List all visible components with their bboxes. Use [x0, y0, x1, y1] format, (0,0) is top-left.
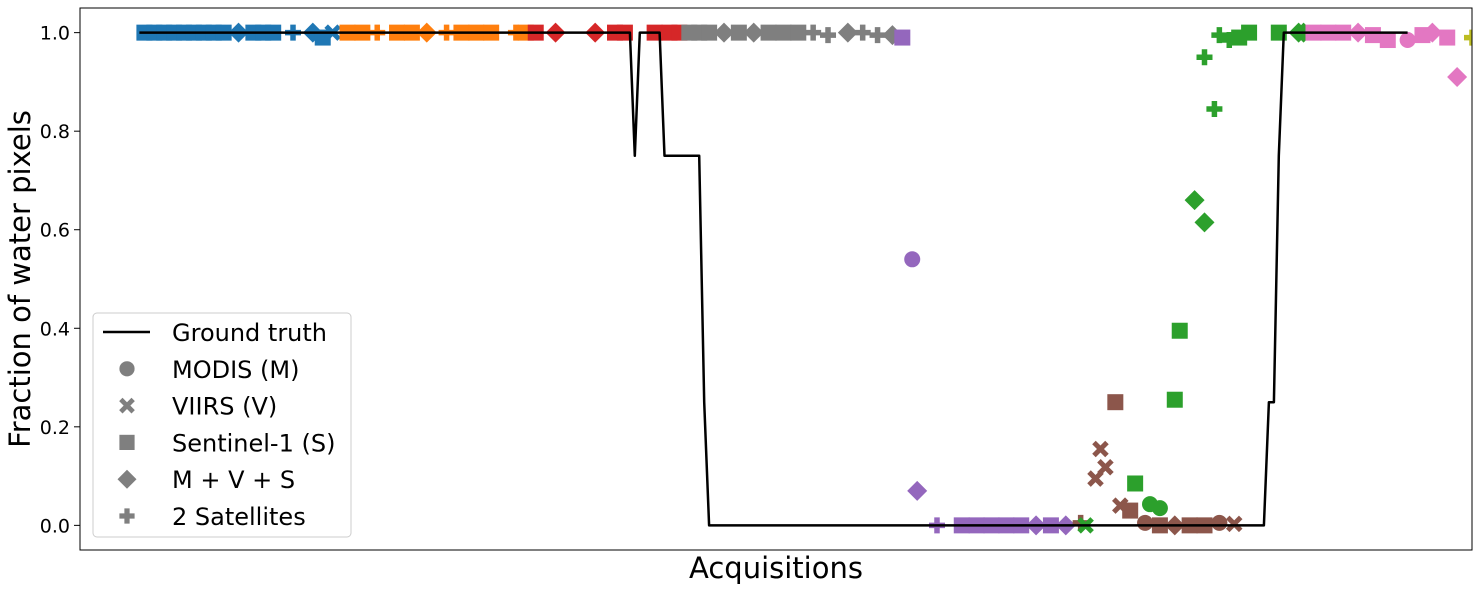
data-point-7-10: [1447, 66, 1468, 87]
x-axis-label: Acquisitions: [689, 551, 863, 585]
data-point-3-6: [760, 24, 777, 41]
legend-swatch-3: [119, 434, 135, 450]
data-point-7-9: [1439, 29, 1456, 46]
y-tick-label-2: 0.4: [40, 318, 70, 340]
data-point-7-4: [1364, 27, 1381, 44]
data-point-6-7: [1194, 212, 1215, 233]
data-point-3-12: [854, 24, 871, 41]
y-axis-label: Fraction of water pixels: [3, 110, 37, 448]
data-point-5-2: [1092, 440, 1109, 458]
data-point-6-8: [1196, 49, 1213, 66]
data-point-3-4: [730, 24, 747, 41]
data-point-3-5: [743, 22, 764, 43]
y-axis: 0.0 0.2 0.4 0.6 0.8 1.0: [40, 23, 80, 537]
data-point-4-2: [907, 480, 928, 501]
y-tick-label-3: 0.6: [40, 220, 70, 242]
data-point-6-13: [1241, 24, 1258, 41]
legend-swatch-1: [119, 361, 135, 377]
legend-swatch-4: [117, 469, 137, 489]
data-point-6-10: [1211, 27, 1228, 44]
data-point-3-3: [713, 22, 734, 43]
data-point-5-13: [1225, 515, 1243, 533]
data-point-5-12: [1211, 514, 1228, 531]
data-point-3-2: [701, 24, 718, 41]
data-point-7-6: [1399, 32, 1416, 49]
data-point-3-10: [820, 27, 837, 44]
legend-swatch-2: [119, 397, 135, 414]
y-tick-label-4: 0.8: [40, 121, 70, 143]
legend-label-0: Ground truth: [172, 319, 327, 347]
data-point-7-5: [1379, 32, 1396, 49]
legend-swatch-5: [119, 508, 135, 524]
ground-truth-line: [139, 31, 1408, 527]
y-tick-label-1: 0.2: [40, 417, 70, 439]
data-point-5-7: [1137, 514, 1154, 531]
data-point-3-9: [805, 24, 822, 41]
legend-label-4: M + V + S: [172, 466, 295, 494]
legend-label-3: Sentinel-1 (S): [172, 429, 335, 457]
plot-frame: [79, 7, 1473, 551]
data-point-6-6: [1184, 190, 1205, 211]
data-point-8-0: [1464, 29, 1472, 46]
data-point-6-3: [1151, 500, 1168, 517]
data-point-3-11: [837, 22, 858, 43]
y-tick-label-5: 1.0: [40, 23, 70, 45]
data-point-6-5: [1171, 322, 1188, 339]
data-point-6-1: [1127, 475, 1144, 492]
data-point-6-4: [1166, 391, 1183, 408]
data-point-6-9: [1206, 101, 1223, 118]
data-point-5-3: [1097, 458, 1114, 476]
data-point-3-8: [790, 24, 807, 41]
legend-label-1: MODIS (M): [172, 356, 299, 384]
y-tick-label-0: 0.0: [40, 515, 70, 537]
data-point-5-6: [1122, 502, 1139, 519]
legend-box: [92, 312, 352, 538]
marks-layer: [136, 22, 1472, 536]
legend-label-2: VIIRS (V): [172, 393, 277, 421]
data-point-5-4: [1107, 394, 1124, 411]
legend-label-5: 2 Satellites: [172, 503, 306, 531]
data-point-3-7: [775, 24, 792, 41]
data-point-4-0: [894, 29, 911, 46]
data-point-4-1: [904, 251, 921, 268]
data-point-7-8: [1422, 22, 1443, 43]
